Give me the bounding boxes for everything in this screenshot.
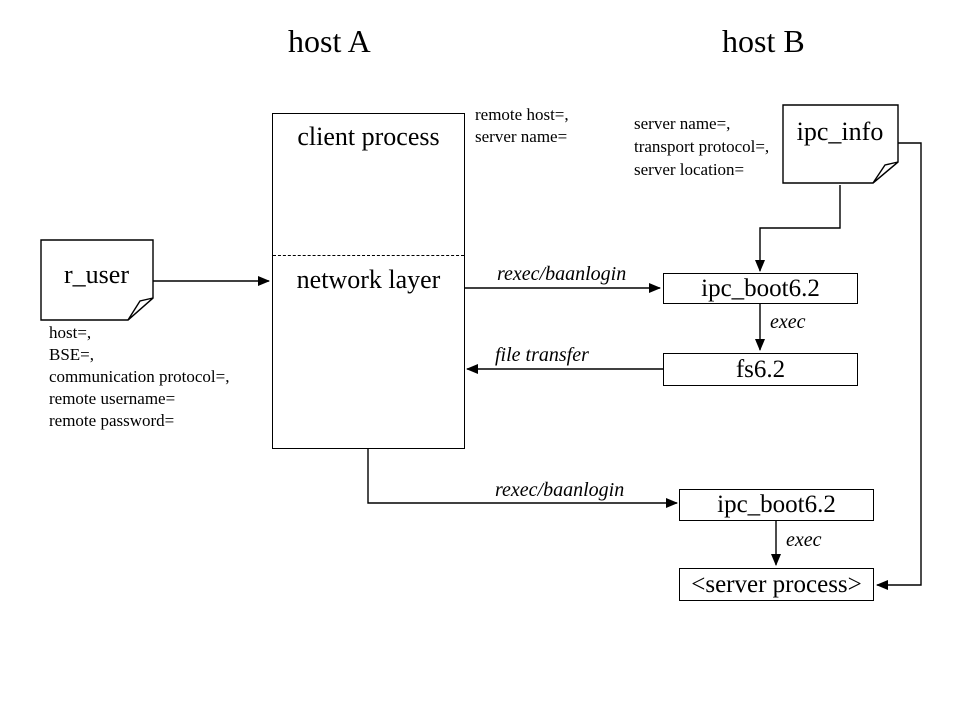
r-user-label: r_user	[64, 260, 129, 289]
arrow-ipcinfo-to-ipcboot	[755, 185, 841, 272]
network-layer-label: network layer	[296, 265, 441, 294]
rexec-baanlogin-bottom-label: rexec/baanlogin	[495, 479, 625, 501]
fs-box: fs6.2	[663, 353, 858, 386]
ipc-info-label: ipc_info	[796, 117, 884, 146]
client-process-box: client process network layer	[272, 113, 465, 449]
client-process-label: client process	[297, 122, 440, 151]
ipc-boot-bottom-box: ipc_boot6.2	[679, 489, 874, 521]
file-transfer-label: file transfer	[495, 344, 589, 366]
exec-bottom-label: exec	[786, 529, 822, 551]
exec-top-label: exec	[770, 311, 806, 333]
ipc-boot-top-box: ipc_boot6.2	[663, 273, 858, 304]
ipc-info-params: server name=, transport protocol=, serve…	[634, 114, 770, 179]
client-network-divider	[273, 255, 464, 256]
r-user-doc-shape	[40, 239, 154, 321]
host-a-title: host A	[288, 23, 371, 59]
arrow-ipcinfo-to-serverprocess	[876, 142, 922, 590]
remote-host-params: remote host=, server name=	[475, 105, 569, 146]
server-process-box: <server process>	[679, 568, 874, 601]
rexec-baanlogin-top-label: rexec/baanlogin	[497, 263, 627, 285]
host-b-title: host B	[722, 23, 805, 59]
ipc-info-doc-shape	[782, 104, 899, 184]
r-user-params: host=, BSE=, communication protocol=, re…	[49, 323, 230, 430]
